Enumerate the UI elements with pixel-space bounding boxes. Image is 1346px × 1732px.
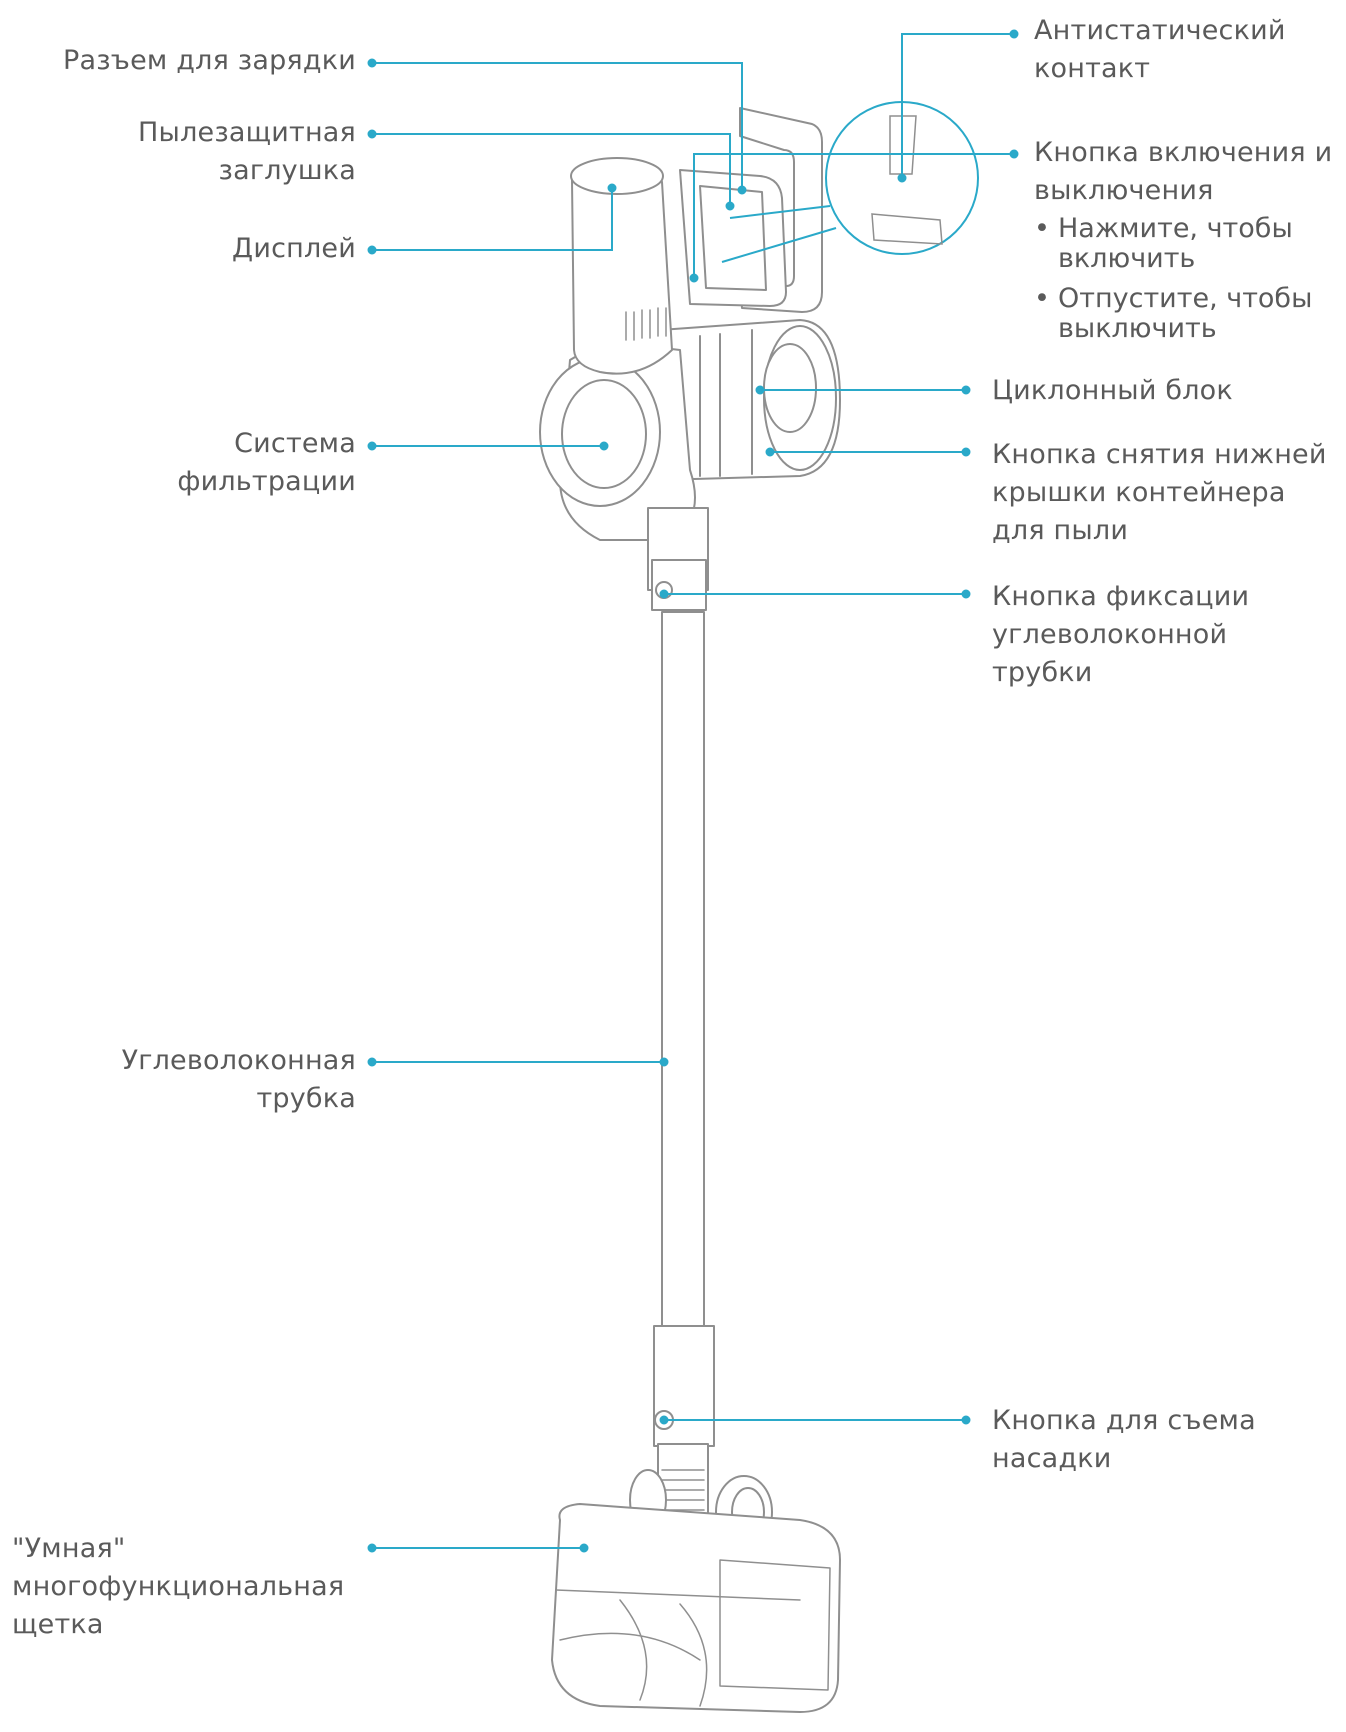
label-power-button: Кнопка включения и выключения [1034, 137, 1333, 206]
leader-lines [367, 29, 1019, 1553]
label-bin-release: Кнопка снятия нижней крышки контейнера д… [992, 439, 1327, 546]
power-bullet-press: Нажмите, чтобы включить [1034, 214, 1312, 274]
handle-grip [679, 169, 787, 307]
label-display: Дисплей [232, 233, 356, 264]
label-carbon-tube: Углеволоконная трубка [121, 1045, 356, 1114]
label-smart-brush: "Умная" многофункциональная щетка [12, 1533, 345, 1640]
brush-head [551, 1503, 841, 1713]
vacuum-illustration [539, 107, 841, 1713]
display-top [570, 157, 664, 195]
label-dust-plug: Пылезащитная заглушка [138, 117, 356, 186]
leader-antistatic [901, 33, 1014, 178]
label-tube-lock: Кнопка фиксации углеволоконной трубки [992, 581, 1250, 688]
label-antistatic: Антистатический контакт [1034, 15, 1286, 84]
filter-housing-inner [561, 379, 647, 489]
brush-roller [555, 1589, 801, 1707]
label-cyclone: Циклонный блок [992, 375, 1233, 406]
brush-front-panel [719, 1559, 831, 1691]
leader-power-button [693, 153, 1014, 278]
display-vents [625, 307, 667, 341]
power-bullet-release: Отпустите, чтобы выключить [1034, 284, 1312, 344]
cyclone-rings [699, 329, 753, 477]
brush-spring [661, 1469, 705, 1521]
carbon-tube-shape [661, 611, 705, 1329]
leader-dust-plug [372, 133, 731, 206]
cyclone-inner-ring [763, 343, 817, 433]
leader-charging-port [372, 62, 743, 190]
leader-display [372, 188, 613, 251]
label-charging-port: Разъем для зарядки [63, 45, 356, 76]
label-filtration: Система фильтрации [177, 428, 356, 497]
power-button-instructions: Нажмите, чтобы включить Отпустите, чтобы… [1034, 214, 1312, 354]
label-nozzle-release: Кнопка для съема насадки [992, 1405, 1256, 1474]
